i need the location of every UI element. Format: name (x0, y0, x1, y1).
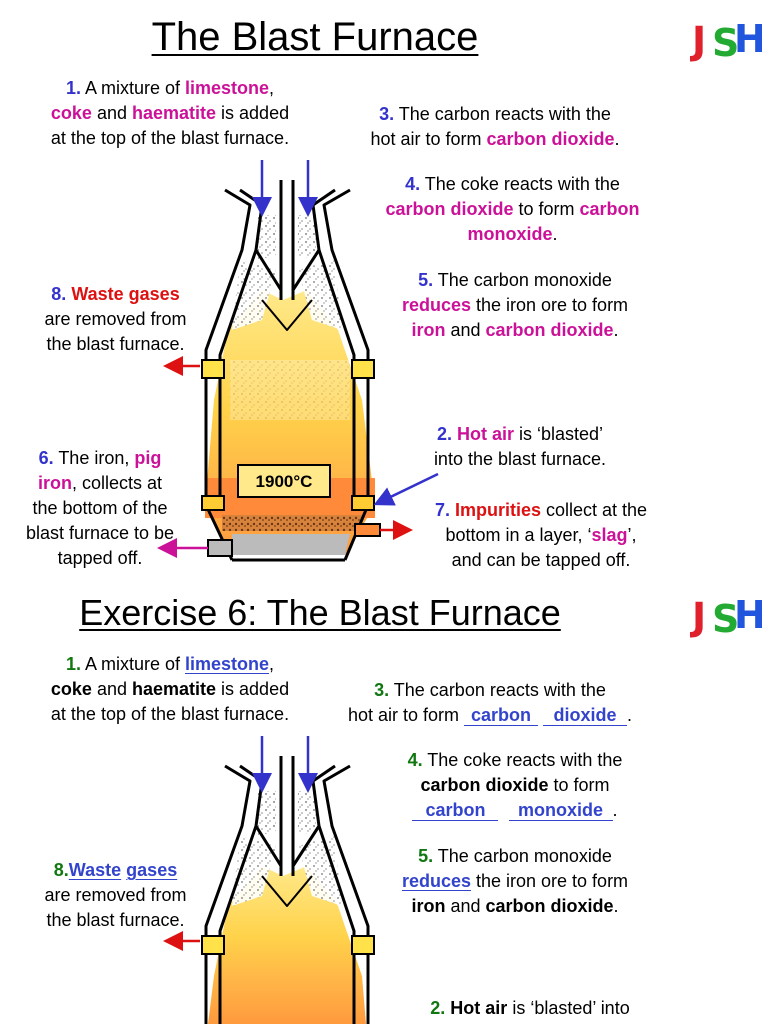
slag-layer (222, 515, 362, 531)
svg-text:S: S (712, 597, 739, 638)
svg-text:J: J (690, 595, 706, 638)
exercise-step-3-text: 3. The carbon reacts with the hot air to… (347, 680, 633, 726)
furnace-2 (163, 736, 375, 1024)
hot-air-arrow (373, 472, 439, 506)
answer-carbon-2: carbon (412, 800, 499, 821)
exercise-step-5-text: 5. The carbon monoxide reduces the iron … (401, 846, 629, 916)
exercise-step-1-text: 1. A mixture of limestone, coke and haem… (50, 654, 290, 724)
answer-carbon: carbon (464, 705, 539, 726)
temperature-box (237, 464, 331, 498)
jsh-logo-2: J S H (690, 593, 762, 638)
exercise-step-2-text: 2. Hot air is ‘blasted’ into (430, 998, 630, 1018)
svg-text:J: J (690, 19, 706, 62)
svg-text:H: H (734, 17, 762, 61)
step-2-text: 2. Hot air is ‘blasted’ into the blast f… (433, 424, 607, 469)
step-7-text: 7. Impurities collect at the bottom in a… (434, 500, 648, 570)
answer-dioxide: dioxide (543, 705, 628, 726)
answer-limestone: limestone (185, 654, 270, 674)
exercise-step-4-text: 4. The coke reacts with the carbon dioxi… (407, 750, 623, 821)
step-3-text: 3. The carbon reacts with the hot air to… (370, 104, 620, 149)
answer-reduces: reduces (401, 871, 471, 891)
svg-text:H: H (734, 593, 762, 637)
page-title: The Blast Furnace (151, 15, 479, 59)
temperature-label: 1900°C (255, 472, 313, 491)
step-5-text: 5. The carbon monoxide reduces the iron … (401, 270, 629, 340)
step-4-text: 4. The coke reacts with the carbon dioxi… (385, 174, 640, 244)
step-1-text: 1. A mixture of limestone, coke and haem… (50, 78, 290, 148)
jsh-logo: J S H (690, 17, 762, 62)
step-8-text: 8. Waste gases are removed from the blas… (44, 284, 187, 354)
answer-monoxide: monoxide (508, 800, 613, 821)
answer-gases: gases (126, 860, 178, 880)
exercise-title: Exercise 6: The Blast Furnace (79, 592, 561, 633)
furnace-1 (157, 160, 439, 562)
svg-text:S: S (712, 21, 739, 62)
iron-tap-area (232, 534, 350, 555)
exercise-step-8-text: 8.Waste gases are removed from the blast… (44, 860, 187, 930)
answer-waste: Waste (68, 860, 122, 880)
step-6-text: 6. The iron, pig iron, collects at the b… (25, 448, 175, 568)
